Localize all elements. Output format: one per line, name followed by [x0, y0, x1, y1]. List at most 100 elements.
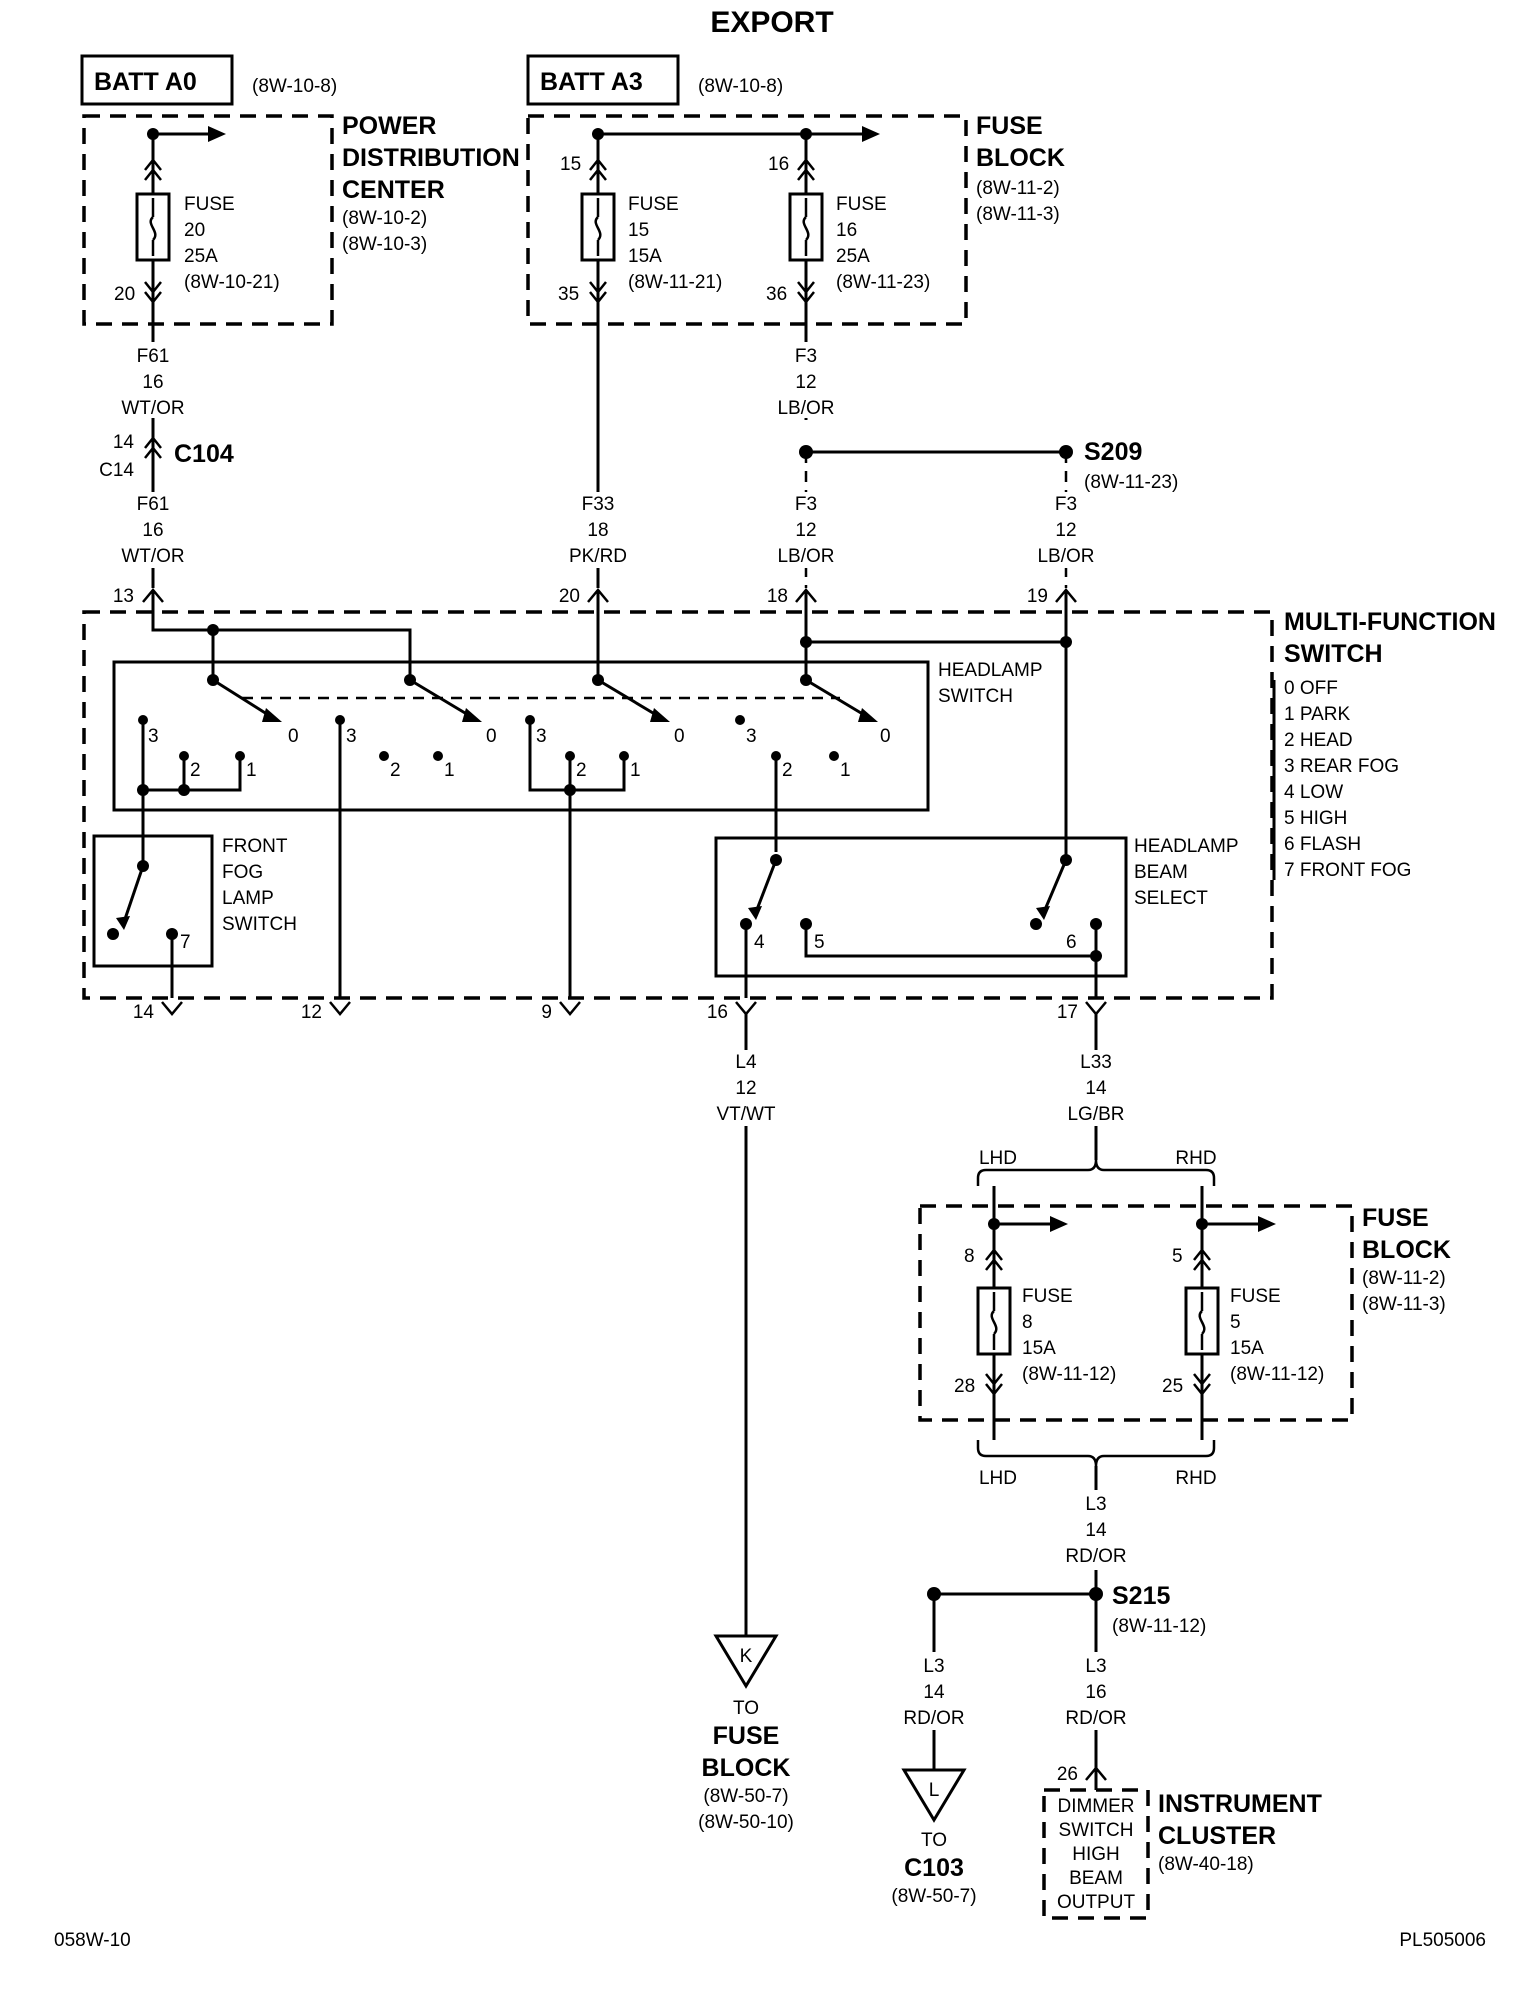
- to-c103-ref: (8W-50-7): [891, 1886, 976, 1907]
- mfs-legend-2: 2 HEAD: [1284, 730, 1353, 751]
- instrument-cluster: 26 DIMMER SWITCH HIGH BEAM OUTPUT INSTRU…: [1042, 1764, 1322, 1920]
- rhd-top-label: RHD: [1175, 1148, 1216, 1169]
- fuse-8-line-3: 15A: [1022, 1338, 1056, 1359]
- beam-pos-6: 6: [1066, 932, 1077, 953]
- wire-f61-upper-2: 16: [142, 372, 163, 393]
- fuse-15-line-3: 15A: [628, 246, 662, 267]
- wire-l3-left-1: L3: [923, 1656, 944, 1677]
- footer-left: 058W-10: [54, 1930, 131, 1951]
- c104-pin-top: 14: [113, 432, 135, 453]
- fuse-5: 5 25 FUSE 5 15A (8W-11-12): [1162, 1186, 1324, 1440]
- to-fuse-block-ref-1: (8W-50-7): [703, 1786, 788, 1807]
- wire-l3-left-3: RD/OR: [903, 1708, 964, 1729]
- wire-l3-left-2: 14: [923, 1682, 945, 1703]
- pos-2-s3: 2: [576, 760, 587, 781]
- pdc-name-3: CENTER: [342, 176, 445, 204]
- pos-1-s2: 1: [444, 760, 455, 781]
- wire-f3-upper-1: F3: [795, 346, 817, 367]
- wire-l3-main-3: RD/OR: [1065, 1546, 1126, 1567]
- fuse-5-out-pin: 25: [1162, 1376, 1183, 1397]
- fuse-5-in-pin: 5: [1172, 1246, 1183, 1267]
- mfs-in-pin-20: 20: [559, 586, 580, 607]
- fuse-block-top-ref-1: (8W-11-2): [976, 178, 1060, 199]
- wire-l3-main-1: L3: [1085, 1494, 1106, 1515]
- pos-3-s4: 3: [746, 726, 757, 747]
- s215-ref: (8W-11-12): [1112, 1616, 1206, 1637]
- cluster-inside-4: BEAM: [1069, 1868, 1123, 1889]
- wire-f61-lower-3: WT/OR: [121, 546, 184, 567]
- beam-pos-4: 4: [754, 932, 765, 953]
- wire-f3-upper-3: LB/OR: [777, 398, 834, 419]
- wire-l3-right-3: RD/OR: [1065, 1708, 1126, 1729]
- batt-a0-ref: (8W-10-8): [252, 76, 337, 97]
- headlamp-switch-label-2: SWITCH: [938, 686, 1013, 707]
- pos-2-s2: 2: [390, 760, 401, 781]
- wire-f33: F33 18 PK/RD: [562, 300, 634, 588]
- mfs-out-pin-14: 14: [133, 1002, 155, 1023]
- fuse-block-bottom-ref-2: (8W-11-3): [1362, 1294, 1446, 1315]
- fuse-8-line-4: (8W-11-12): [1022, 1364, 1116, 1385]
- mfs-out-pin-16: 16: [707, 1002, 728, 1023]
- fuse-16-line-3: 25A: [836, 246, 870, 267]
- wire-f3-right-3: LB/OR: [1037, 546, 1094, 567]
- cluster-inside-2: SWITCH: [1059, 1820, 1134, 1841]
- to-c103-name: C103: [904, 1854, 964, 1882]
- mfs-name-1: MULTI-FUNCTION: [1284, 608, 1496, 636]
- to-fuse-block-name-2: BLOCK: [702, 1754, 791, 1782]
- c104-label: C104: [174, 440, 234, 468]
- headlamp-beam-select: HEADLAMP BEAM SELECT 4 5 6: [714, 836, 1239, 998]
- wire-l4-3: VT/WT: [716, 1104, 775, 1125]
- wire-f3-mid-3: LB/OR: [777, 546, 834, 567]
- mfs-in-pin-19: 19: [1027, 586, 1048, 607]
- multi-function-switch: MULTI-FUNCTION SWITCH 0 OFF 1 PARK 2 HEA…: [82, 586, 1496, 1023]
- pos-1: 1: [246, 760, 257, 781]
- wire-f61-lower-2: 16: [142, 520, 163, 541]
- headlamp-switch-label-1: HEADLAMP: [938, 660, 1043, 681]
- fuse-8-line-2: 8: [1022, 1312, 1033, 1333]
- mfs-legend-3: 3 REAR FOG: [1284, 756, 1399, 777]
- mfs-legend: 0 OFF 1 PARK 2 HEAD 3 REAR FOG 4 LOW 5 H…: [1272, 678, 1411, 881]
- s209-ref: (8W-11-23): [1084, 472, 1178, 493]
- fuse-block-top: FUSE BLOCK (8W-11-2) (8W-11-3) 15 35 FUS…: [526, 112, 1065, 326]
- mfs-in-pin-13: 13: [113, 586, 134, 607]
- wire-l33-2: 14: [1085, 1078, 1107, 1099]
- wire-l33-1: L33: [1080, 1052, 1112, 1073]
- mfs-legend-1: 1 PARK: [1284, 704, 1351, 725]
- fuse-15-line-1: FUSE: [628, 194, 679, 215]
- to-c103-connector: L TO C103 (8W-50-7): [891, 1768, 977, 1907]
- batt-a0-block: BATT A0 (8W-10-8): [80, 54, 337, 106]
- lhd-bottom-label: LHD: [979, 1468, 1017, 1489]
- pos-0-s4: 0: [880, 726, 891, 747]
- to-fuse-block-ref-2: (8W-50-10): [698, 1812, 794, 1833]
- mfs-legend-0: 0 OFF: [1284, 678, 1338, 699]
- wire-f3-mid-1: F3: [795, 494, 817, 515]
- fuse-15-line-2: 15: [628, 220, 649, 241]
- fuse-5-line-1: FUSE: [1230, 1286, 1281, 1307]
- pdc-name-1: POWER: [342, 112, 436, 140]
- mfs-out-pin-12: 12: [301, 1002, 322, 1023]
- wire-l4: L4 12 VT/WT: [710, 1014, 782, 1636]
- batt-a3-ref: (8W-10-8): [698, 76, 783, 97]
- beam-pos-5: 5: [814, 932, 825, 953]
- pos-2: 2: [190, 760, 201, 781]
- fuse-8-out-pin: 28: [954, 1376, 975, 1397]
- switch-section-1: 3 2 1 0: [137, 715, 299, 796]
- to-c103-to: TO: [921, 1830, 947, 1851]
- lhd-top-label: LHD: [979, 1148, 1017, 1169]
- page-title: EXPORT: [710, 6, 833, 39]
- cluster-name-2: CLUSTER: [1158, 1822, 1276, 1850]
- fog-pos-7: 7: [180, 932, 191, 953]
- wire-f3: F3 12 LB/OR S209 (8W-11-23) F3 12 LB/OR …: [770, 300, 1178, 588]
- fuse-16-out-pin: 36: [766, 284, 787, 305]
- c104-pin-bottom: C14: [99, 460, 134, 481]
- mfs-out-pin-17: 17: [1057, 1002, 1078, 1023]
- pdc-ref-2: (8W-10-3): [342, 234, 427, 255]
- fuse-8: 8 28 FUSE 8 15A (8W-11-12): [954, 1186, 1116, 1440]
- fuse-16-line-2: 16: [836, 220, 857, 241]
- fuse-5-line-2: 5: [1230, 1312, 1241, 1333]
- pdc-name-2: DISTRIBUTION: [342, 144, 520, 172]
- batt-a3-label: BATT A3: [540, 68, 643, 96]
- to-fuse-block-name-1: FUSE: [713, 1722, 780, 1750]
- switch-section-4: 3 2 1 0: [735, 715, 891, 852]
- switch-section-2: 3 2 1 0: [335, 715, 497, 998]
